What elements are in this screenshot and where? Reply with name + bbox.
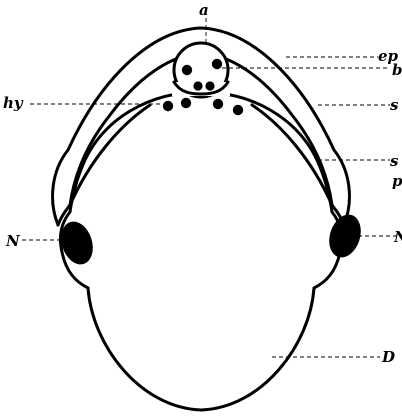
label-N-left: N <box>5 232 21 250</box>
hypoblast-dot-1 <box>193 81 202 90</box>
label-b: b <box>392 61 402 79</box>
hypoblast-dot-2 <box>205 81 214 90</box>
label-p: p <box>392 172 402 190</box>
label-s-upper: s <box>390 96 399 114</box>
label-a: a <box>199 1 209 19</box>
hypoblast-dot-3 <box>163 101 173 111</box>
label-hy: hy <box>3 94 24 112</box>
hypoblast-dot-5 <box>213 99 223 109</box>
knob-dot-2 <box>212 59 222 69</box>
hypoblast-dot-4 <box>181 98 191 108</box>
label-D: D <box>381 348 395 366</box>
hypoblast-dot-6 <box>233 105 243 115</box>
knob-dot-1 <box>182 65 192 75</box>
label-N-right: N <box>393 228 402 246</box>
label-s-lower: s <box>390 152 399 170</box>
body-outline <box>60 92 341 410</box>
